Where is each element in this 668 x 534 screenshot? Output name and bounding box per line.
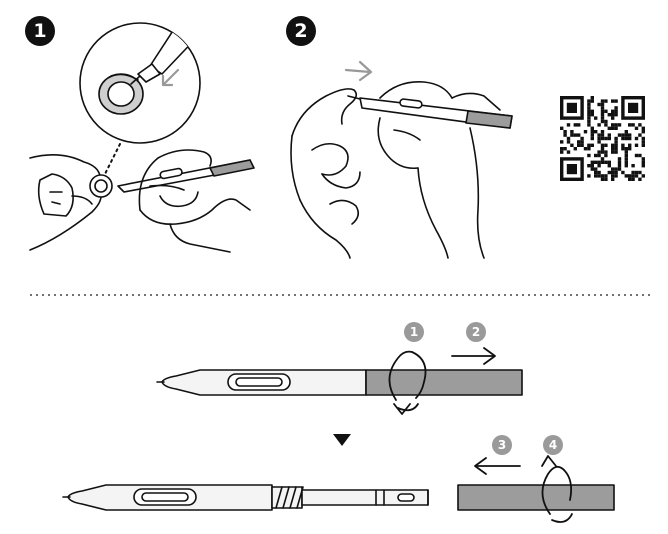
substep-3-number: 3 (497, 438, 507, 452)
substep-4-badge: 4 (543, 435, 563, 455)
substep-1-badge: 1 (404, 322, 424, 342)
right-hand-step1 (138, 149, 212, 211)
qr-code-icon (560, 96, 645, 181)
substep-2-badge: 2 (466, 322, 486, 342)
step-2-illustration (290, 60, 513, 259)
pull-arrow (344, 68, 372, 74)
substep-3-badge: 3 (492, 435, 512, 455)
pen-end-cap (457, 484, 615, 511)
step-2-badge: 2 (286, 16, 316, 46)
rotate-arrow-icon-2 (541, 465, 565, 515)
left-hand (29, 154, 101, 177)
down-triangle-icon (333, 434, 351, 446)
step-2-number: 2 (294, 20, 308, 42)
step-1-number: 1 (33, 20, 47, 42)
pen-assembled (156, 347, 523, 415)
substep-2-number: 2 (471, 325, 481, 339)
substep-1-number: 1 (409, 325, 419, 339)
left-hand-step2 (291, 88, 358, 137)
pen-disassembled (62, 455, 615, 523)
substep-4-number: 4 (548, 438, 558, 452)
step-1-illustration (29, 22, 255, 253)
right-hand-step2 (379, 81, 453, 99)
magnified-tip (98, 23, 200, 115)
magnifier-connector (101, 143, 121, 181)
tip-ring-inner (107, 81, 135, 107)
step-1-badge: 1 (25, 16, 55, 46)
rotate-arrow-icon (388, 350, 413, 401)
